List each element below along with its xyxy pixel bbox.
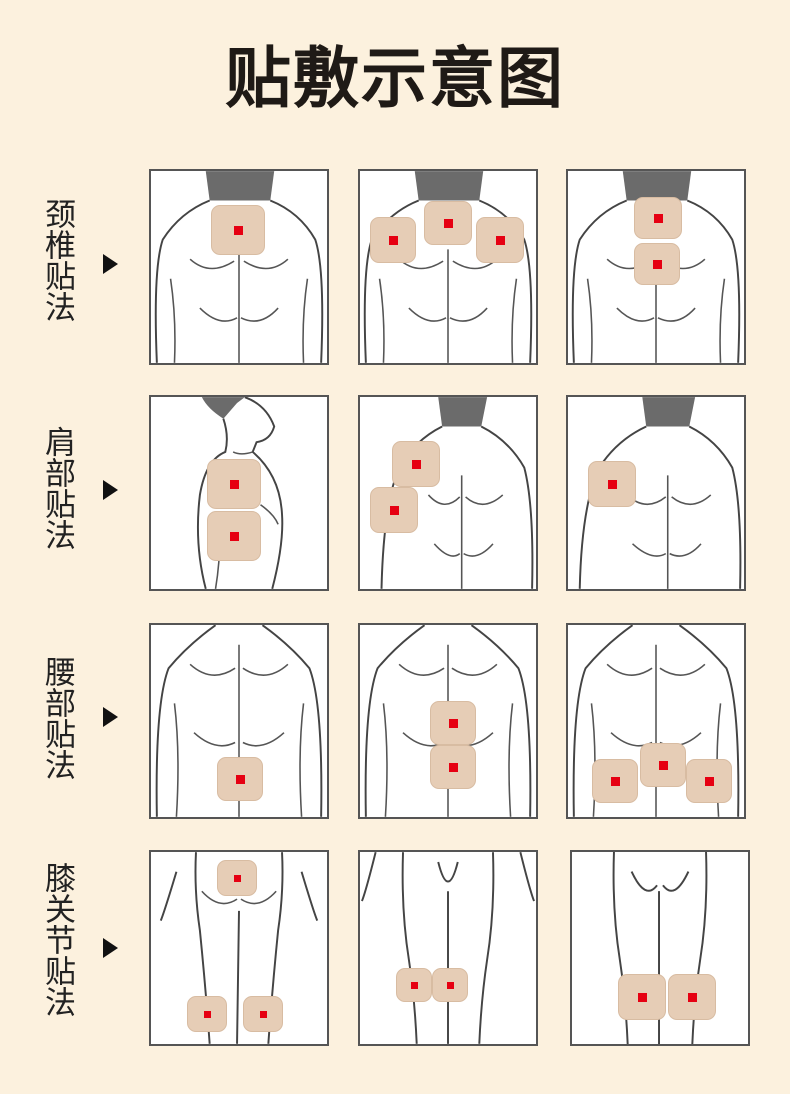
patch — [217, 757, 263, 801]
back-figure-icon — [380, 397, 534, 589]
back-figure-icon — [155, 625, 323, 817]
legs-back-icon — [159, 852, 319, 1044]
row-label-neck: 颈椎贴法 — [39, 198, 75, 322]
neck-panel-1 — [149, 169, 329, 365]
back-figure-icon — [363, 171, 533, 363]
patch — [424, 201, 472, 245]
waist-panel-2 — [358, 623, 538, 819]
knee-panel-2 — [358, 850, 538, 1046]
patch — [207, 511, 261, 561]
patch — [634, 197, 682, 239]
patch — [217, 860, 257, 896]
knee-panel-1 — [149, 850, 329, 1046]
back-figure-icon — [154, 171, 324, 363]
patch — [396, 968, 432, 1002]
knee-panel-3 — [570, 850, 750, 1046]
row-label-shoulder: 肩部贴法 — [39, 426, 75, 550]
patch — [207, 459, 261, 509]
legs-front-icon — [361, 852, 535, 1044]
page-title: 贴敷示意图 — [225, 39, 565, 117]
patch — [634, 243, 680, 285]
patch — [370, 217, 416, 263]
arrow-icon — [103, 707, 118, 727]
neck-panel-3 — [566, 169, 746, 365]
legs-back-icon — [612, 852, 708, 1044]
patch — [243, 996, 283, 1032]
arrow-icon — [103, 480, 118, 500]
shoulder-panel-2 — [358, 395, 538, 591]
waist-panel-1 — [149, 623, 329, 819]
patch — [640, 743, 686, 787]
arrow-icon — [103, 938, 118, 958]
arrow-icon — [103, 254, 118, 274]
back-figure-icon — [571, 171, 741, 363]
patch — [432, 968, 468, 1002]
row-label-waist: 腰部贴法 — [39, 656, 75, 780]
patch — [430, 745, 476, 789]
waist-panel-3 — [566, 623, 746, 819]
patch — [592, 759, 638, 803]
patch — [476, 217, 524, 263]
patch — [211, 205, 265, 255]
shoulder-panel-1 — [149, 395, 329, 591]
shoulder-panel-3 — [566, 395, 746, 591]
patch — [588, 461, 636, 507]
patch — [392, 441, 440, 487]
patch — [370, 487, 418, 533]
neck-panel-2 — [358, 169, 538, 365]
row-label-knee: 膝关节贴法 — [39, 862, 75, 1017]
patch — [430, 701, 476, 745]
patch — [187, 996, 227, 1032]
back-figure-icon — [578, 397, 742, 589]
patch — [668, 974, 716, 1020]
patch — [618, 974, 666, 1020]
patch — [686, 759, 732, 803]
